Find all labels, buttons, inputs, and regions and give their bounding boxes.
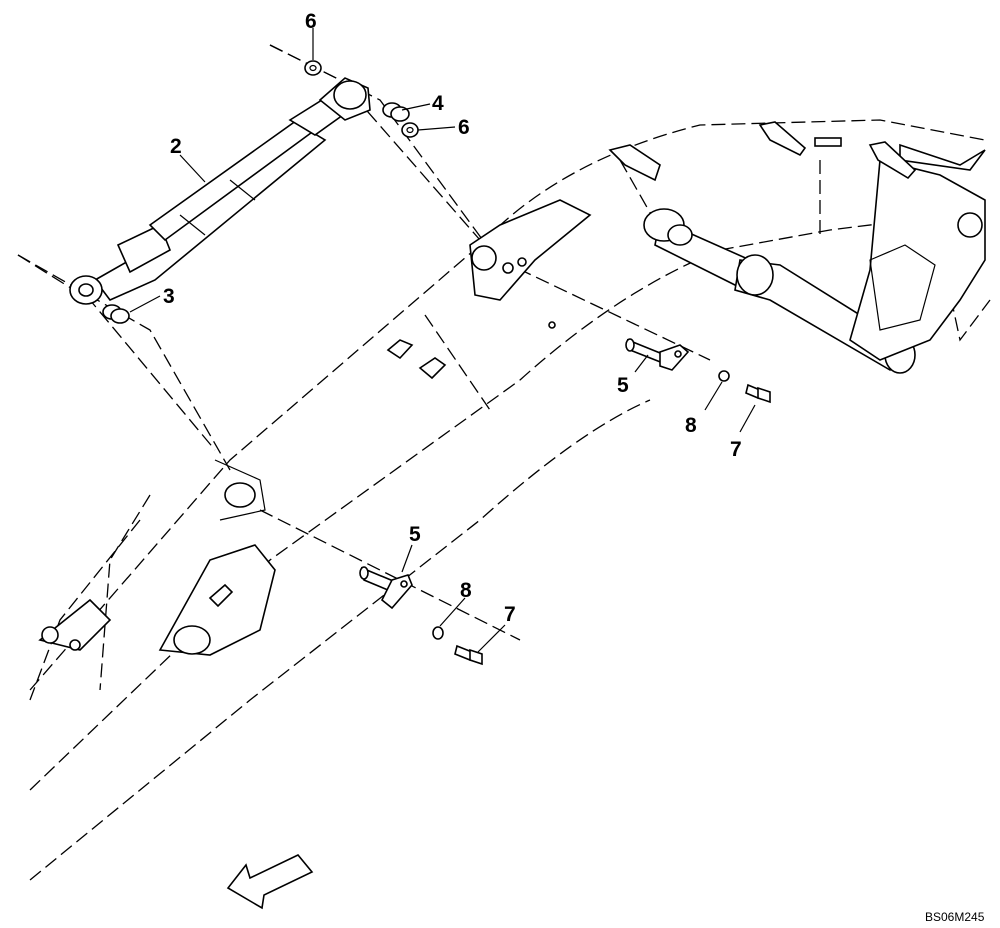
callout-3: 3 (163, 285, 175, 308)
bushing-icon (102, 304, 130, 324)
callout-7-lower: 7 (504, 603, 516, 626)
pin-icon (625, 338, 690, 371)
boom-outline (17, 44, 991, 881)
boom-top-bracket (469, 199, 592, 301)
washer-icon (432, 370, 730, 640)
callout-6-top: 6 (305, 10, 317, 33)
bushing-icon (382, 102, 410, 122)
callout-8-upper: 8 (685, 414, 697, 437)
hose-clamps (208, 121, 917, 608)
drawing-code: BS06M245 (925, 910, 985, 924)
callout-2: 2 (170, 135, 182, 158)
boom-foot-bracket (38, 459, 276, 656)
boom-end-housing (849, 143, 986, 361)
callout-6-right: 6 (458, 116, 470, 139)
callout-8-lower: 8 (460, 579, 472, 602)
callout-4: 4 (432, 92, 444, 115)
pin-icon (359, 566, 413, 610)
callout-7-upper: 7 (730, 438, 742, 461)
direction-arrow-icon (226, 854, 314, 910)
bolt-icon (454, 644, 483, 666)
callout-5-upper: 5 (617, 374, 629, 397)
leader-lines (129, 28, 756, 653)
washer-icon (304, 60, 419, 138)
callouts: 6 4 6 2 3 5 8 7 5 8 7 (163, 10, 742, 626)
callout-5-lower: 5 (409, 523, 421, 546)
bolt-icon (745, 383, 771, 404)
hydraulic-cylinder-icon (69, 77, 371, 305)
